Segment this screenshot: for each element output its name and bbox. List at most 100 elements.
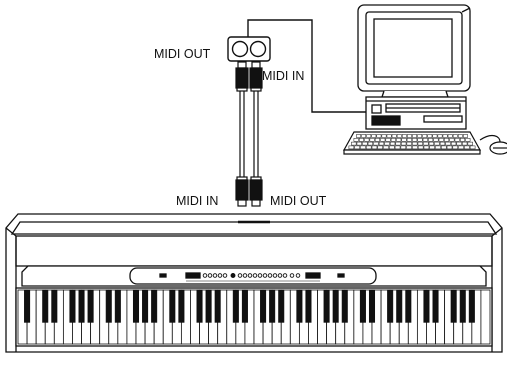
black-key (396, 289, 403, 323)
black-key (241, 289, 248, 323)
keyboard-key (417, 145, 424, 150)
keyboard-key (360, 145, 366, 150)
keyboard-key (412, 145, 418, 150)
label-piano-midi-in: MIDI IN (176, 194, 218, 208)
black-key (24, 289, 31, 323)
keyboard-key (361, 134, 367, 138)
midi-plug-top-right (249, 61, 263, 92)
black-key (196, 289, 203, 323)
keyboard-key (412, 138, 418, 142)
panel-button (212, 273, 218, 278)
black-key (387, 289, 394, 323)
black-key (323, 289, 330, 323)
black-key (468, 289, 475, 323)
keyboard-key (348, 145, 355, 150)
black-key (405, 289, 412, 323)
panel-knob-left (159, 273, 167, 278)
keyboard-key (406, 138, 412, 142)
keyboard-key (446, 145, 453, 150)
keyboard-key (377, 145, 383, 150)
panel-knob-right (337, 273, 345, 278)
keyboard-key (390, 138, 396, 142)
keyboard-key (353, 138, 359, 142)
black-keys (24, 289, 475, 323)
keyboard-key (462, 141, 468, 146)
digital-piano-icon (5, 213, 503, 353)
panel-button (277, 273, 283, 278)
keyboard-key (384, 141, 390, 146)
keyboard-key (438, 138, 444, 142)
keyboard-key (447, 134, 453, 138)
black-key (296, 289, 303, 323)
speaker-grille (371, 115, 401, 126)
panel-slider-right (305, 272, 321, 279)
black-key (432, 289, 439, 323)
keyboard-key (423, 141, 429, 146)
panel-slider-left (185, 272, 201, 279)
keyboard-keys (348, 134, 476, 150)
keyboard-key (464, 145, 470, 150)
keyboard-key (460, 138, 466, 142)
keyboard-key (439, 141, 446, 146)
keyboard-key (366, 134, 372, 138)
keyboard-key (362, 141, 368, 146)
keyboard-key (406, 145, 412, 150)
panel-button (282, 273, 288, 278)
keyboard-key (465, 138, 471, 142)
black-key (132, 289, 140, 323)
panel-button (252, 273, 258, 278)
keyboard-key (428, 138, 434, 142)
midi-plug-top-left (235, 61, 249, 92)
black-key (332, 289, 339, 323)
black-key (205, 289, 212, 323)
keyboard-key (386, 134, 392, 138)
keyboard-key (365, 145, 372, 150)
power-button (371, 104, 382, 114)
keyboard-key (378, 141, 385, 146)
keyboard-key (469, 145, 476, 150)
keyboard-key (428, 141, 435, 146)
keyboard-key (373, 141, 379, 146)
black-key (169, 289, 176, 323)
keyboard-key (434, 141, 440, 146)
monitor-screen (373, 18, 453, 78)
keyboard-key (371, 145, 378, 150)
black-key (78, 289, 85, 323)
keyboard-key (454, 138, 460, 142)
keyboard-key (389, 145, 395, 150)
keyboard-key (356, 141, 362, 146)
midi-cable-left (239, 90, 245, 178)
keyboard-key (400, 145, 407, 150)
keyboard-key (450, 141, 457, 146)
interface-port-out (231, 40, 249, 58)
black-key (69, 289, 76, 323)
black-key (341, 289, 348, 323)
keyboard-key (432, 134, 438, 138)
panel-led (230, 273, 236, 278)
keyboard-key (412, 134, 417, 138)
black-key (269, 289, 276, 323)
black-key (260, 289, 267, 323)
black-key (87, 289, 94, 323)
keyboard-key (435, 145, 441, 150)
panel-button (222, 273, 228, 278)
keyboard-key (383, 145, 389, 150)
keyboard-key (422, 134, 428, 138)
panel-button (257, 273, 263, 278)
keyboard-key (467, 141, 473, 146)
black-key (232, 289, 239, 323)
keyboard-key (407, 134, 412, 138)
keyboard-key (401, 134, 407, 138)
white-key (480, 289, 491, 345)
panel-button (272, 273, 278, 278)
keyboard-key (417, 141, 423, 146)
keyboard-key (401, 138, 407, 142)
black-key (278, 289, 285, 323)
keyboard-key (356, 134, 361, 138)
black-key (368, 289, 376, 323)
keyboard-key (442, 134, 448, 138)
keyboard-key (441, 145, 447, 150)
panel-button (295, 273, 301, 278)
